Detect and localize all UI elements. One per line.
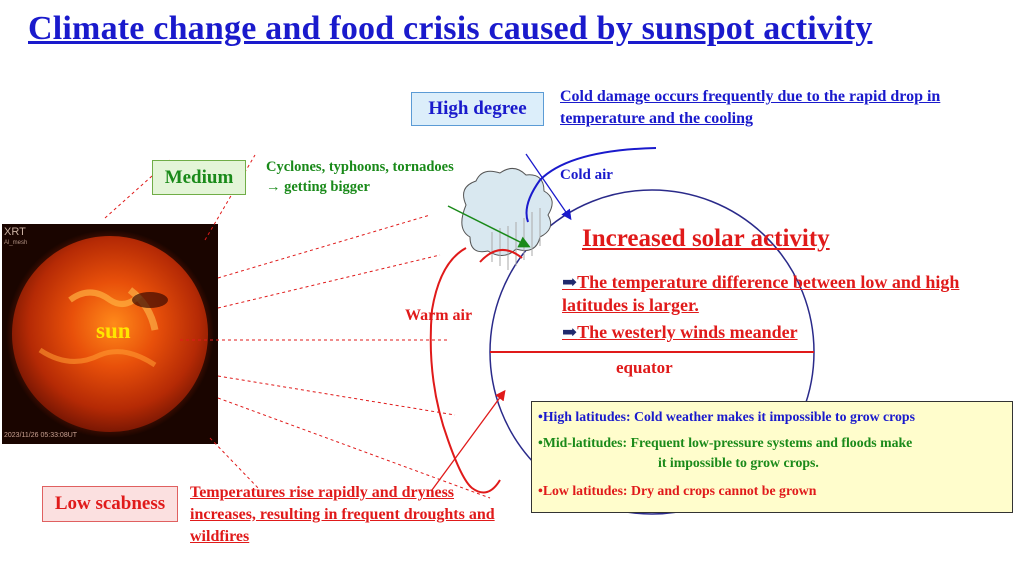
cloud-shape — [461, 168, 553, 256]
right-arrow-icon: ➡ — [562, 272, 578, 292]
xrt-filter-label: Al_mesh — [4, 240, 28, 246]
westerly-note: ➡The westerly winds meander — [562, 322, 798, 343]
page-title: Climate change and food crisis caused by… — [28, 10, 873, 47]
cyclones-note: Cyclones, typhoons, tornadoes → getting … — [266, 157, 454, 197]
temperatures-rise-note: Temperatures rise rapidly and dryness in… — [190, 484, 495, 545]
low-latitudes-item: •Low latitudes: Dry and crops cannot be … — [538, 483, 817, 498]
mid-latitudes-item: •Mid-latitudes: Frequent low-pressure sy… — [538, 435, 913, 450]
cyclones-line-2: → getting bigger — [266, 179, 370, 195]
medium-label: Medium — [152, 160, 246, 195]
cyclones-line-1: Cyclones, typhoons, tornadoes — [266, 159, 454, 175]
westerly-text: The westerly winds meander — [577, 322, 798, 342]
equator-label: equator — [616, 358, 673, 377]
temperature-difference-note: ➡The temperature difference between low … — [562, 271, 1002, 317]
solar-activity-heading: Increased solar activity — [582, 225, 830, 252]
latitude-effects-box: •High latitudes: Cold weather makes it i… — [531, 401, 1013, 513]
high-degree-label: High degree — [411, 92, 544, 126]
high-latitudes-item: •High latitudes: Cold weather makes it i… — [538, 409, 915, 424]
xrt-instrument-label: XRT — [4, 226, 26, 238]
low-scabness-label: Low scabness — [42, 486, 178, 522]
warm-air-curve — [429, 247, 523, 494]
sun-label: sun — [96, 318, 131, 343]
right-arrow-icon: ➡ — [562, 322, 578, 342]
sun-timestamp: 2023/11/26 05:33:08UT — [4, 432, 78, 439]
cold-damage-note: Cold damage occurs frequently due to the… — [560, 88, 941, 127]
mid-latitudes-item-cont: it impossible to grow crops. — [658, 455, 819, 470]
warm-air-label: Warm air — [405, 307, 473, 324]
cold-air-curve — [525, 147, 657, 223]
sun-disk — [12, 236, 208, 432]
temperature-difference-text: The temperature difference between low a… — [562, 272, 960, 315]
cold-air-label: Cold air — [560, 167, 613, 183]
